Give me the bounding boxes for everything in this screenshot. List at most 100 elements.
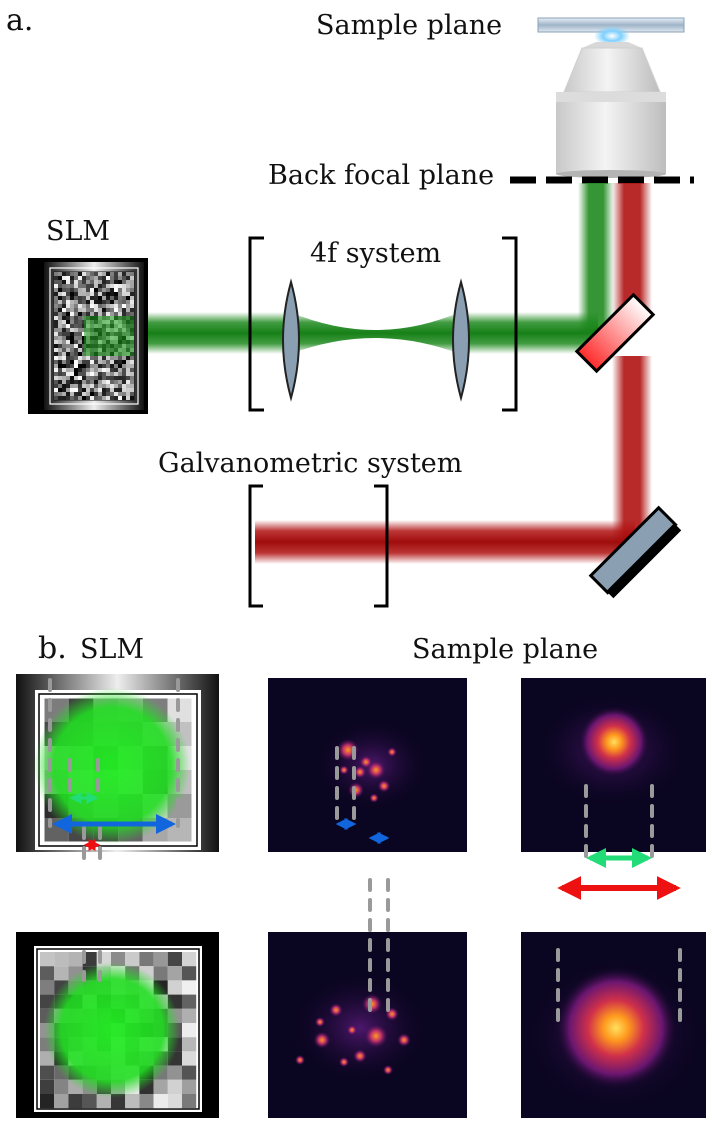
- slm-pixel: [130, 360, 134, 364]
- slm-pixel: [82, 280, 86, 284]
- slm-pixel: [110, 276, 114, 280]
- slm-pixel: [74, 332, 78, 336]
- slm-pixel: [66, 376, 70, 380]
- slm-pixel: [58, 384, 62, 388]
- slm-pixel: [126, 284, 130, 288]
- slm-pixel: [126, 384, 130, 388]
- slm-cell: [68, 1094, 83, 1109]
- slm-pixel: [114, 272, 118, 276]
- slm-cell: [153, 952, 168, 967]
- slm-pixel: [66, 332, 70, 336]
- slm-pixel: [122, 308, 126, 312]
- slm-pixel: [58, 312, 62, 316]
- slm-pixel: [86, 304, 90, 308]
- sample-plane-label: Sample plane: [316, 10, 502, 41]
- slm-pixel: [102, 280, 106, 284]
- slm-label: SLM: [46, 216, 110, 247]
- slm-pixel: [86, 384, 90, 388]
- slm-pixel: [58, 308, 62, 312]
- slm-pixel: [78, 376, 82, 380]
- slm-pixel: [102, 312, 106, 316]
- slm-pixel: [86, 312, 90, 316]
- slm-pixel: [62, 288, 66, 292]
- slm-pixel: [126, 300, 130, 304]
- slm-pixel: [114, 368, 118, 372]
- slm-pixel: [114, 312, 118, 316]
- slm-pixel: [106, 292, 110, 296]
- slm-pixel: [66, 392, 70, 396]
- slm-pixel: [66, 388, 70, 392]
- slm-pixel: [102, 276, 106, 280]
- slm-pixel: [54, 328, 58, 332]
- speckle: [397, 1033, 411, 1047]
- slm-pixel: [58, 348, 62, 352]
- slm-pixel: [58, 296, 62, 300]
- slm-pixel: [82, 304, 86, 308]
- slm-pixel: [70, 284, 74, 288]
- slm-pixel: [90, 392, 94, 396]
- slm-pixel: [66, 360, 70, 364]
- slm-pixel: [74, 364, 78, 368]
- slm-pixel: [62, 364, 66, 368]
- slm-pixel: [106, 280, 110, 284]
- speckle: [314, 1016, 326, 1028]
- slm-pixel: [86, 288, 90, 292]
- slm-pixel: [122, 280, 126, 284]
- slm-pixel: [78, 300, 82, 304]
- slm-cell: [182, 980, 197, 995]
- slm-pixel: [78, 288, 82, 292]
- slm-pixel: [90, 300, 94, 304]
- slm-pixel: [110, 300, 114, 304]
- slm-pixel: [122, 388, 126, 392]
- slm-pixel: [98, 300, 102, 304]
- slm-pixel: [82, 272, 86, 276]
- slm-pixel: [94, 304, 98, 308]
- slm-pixel: [90, 380, 94, 384]
- slm-pixel: [98, 280, 102, 284]
- slm-pixel: [70, 348, 74, 352]
- back-focal-plane-label: Back focal plane: [268, 160, 494, 191]
- slm-pixel: [122, 356, 126, 360]
- slm-pixel: [78, 296, 82, 300]
- slm-pixel: [126, 392, 130, 396]
- slm-pixel: [122, 396, 126, 400]
- slm-pixel: [130, 272, 134, 276]
- slm-pixel: [118, 360, 122, 364]
- slm-cell: [167, 1065, 182, 1080]
- slm-pixel: [66, 328, 70, 332]
- slm-cell: [54, 966, 69, 981]
- slm-pixel: [94, 388, 98, 392]
- speckle: [353, 765, 367, 779]
- slm-cell: [153, 1079, 168, 1094]
- slm-pixel: [58, 320, 62, 324]
- slm-cell: [139, 1094, 154, 1109]
- slm-pixel: [130, 380, 134, 384]
- slm-pixel: [98, 304, 102, 308]
- slm-pixel: [74, 320, 78, 324]
- slm-pixel: [94, 360, 98, 364]
- slm-pixel: [110, 272, 114, 276]
- slm-pixel: [78, 324, 82, 328]
- slm-pixel: [98, 284, 102, 288]
- slm-pixel: [70, 360, 74, 364]
- slm-pixel: [106, 380, 110, 384]
- galvo-bracket-left: [248, 484, 263, 608]
- slm-pixel: [54, 280, 58, 284]
- slm-pixel: [70, 392, 74, 396]
- slm-pixel: [62, 296, 66, 300]
- slm-pixel: [90, 308, 94, 312]
- slm-pixel: [74, 368, 78, 372]
- slm-pixel: [98, 308, 102, 312]
- slm-cell: [182, 1065, 197, 1080]
- slm-pixel: [102, 388, 106, 392]
- slm-pixel: [74, 284, 78, 288]
- slm-pixel: [74, 380, 78, 384]
- slm-pixel: [130, 308, 134, 312]
- slm-pixel: [106, 396, 110, 400]
- slm-pixel: [58, 328, 62, 332]
- slm-pixel: [90, 312, 94, 316]
- slm-pixel: [58, 360, 62, 364]
- slm-pixel: [58, 368, 62, 372]
- slm-pixel: [126, 368, 130, 372]
- slm-pixel: [86, 380, 90, 384]
